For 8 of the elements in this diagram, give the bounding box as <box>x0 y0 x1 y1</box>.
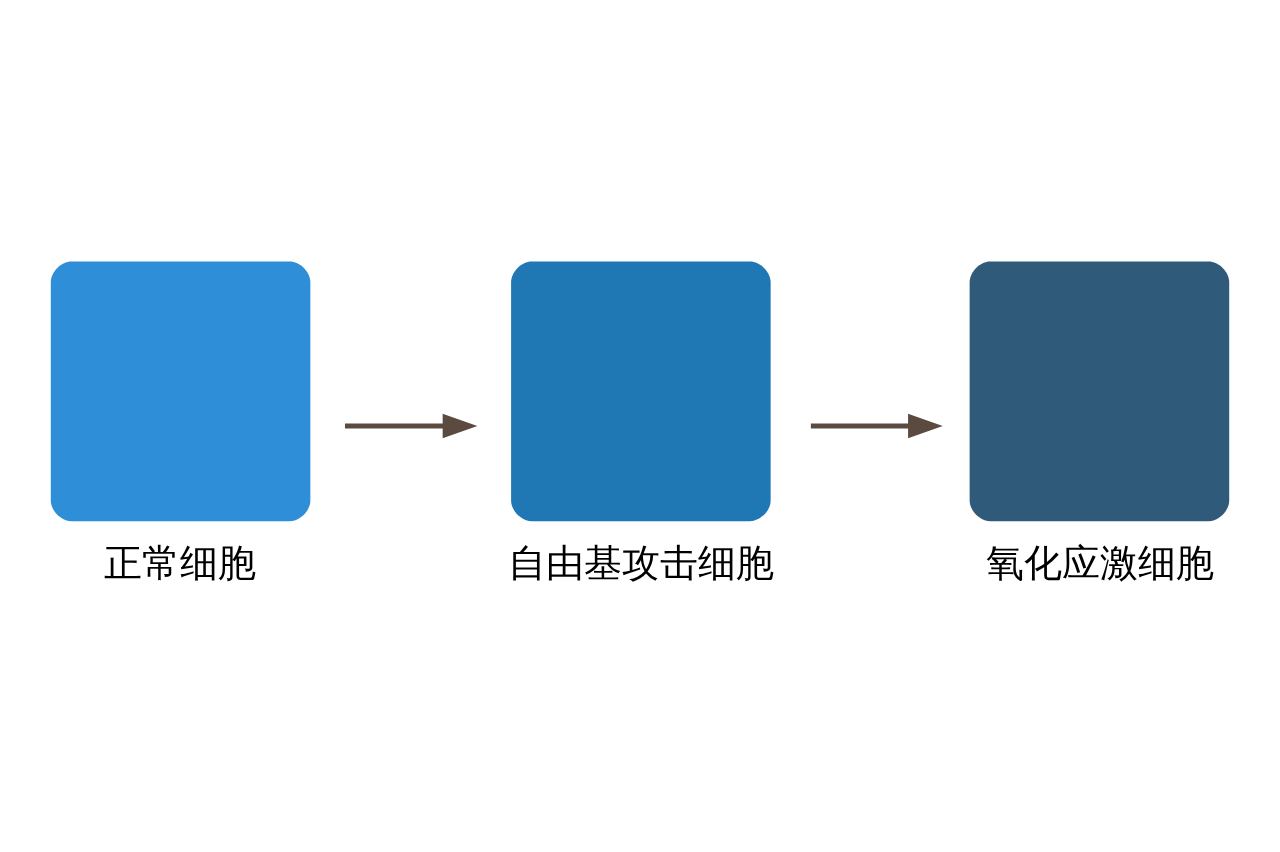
node-label: 氧化应激细胞 <box>986 540 1215 585</box>
node-label: 自由基攻击细胞 <box>508 540 775 585</box>
arrow <box>345 413 478 439</box>
node-label: 正常细胞 <box>104 540 257 585</box>
node-box <box>511 261 771 522</box>
arrow <box>810 413 943 439</box>
node-box <box>50 261 311 522</box>
node-box <box>969 261 1230 522</box>
